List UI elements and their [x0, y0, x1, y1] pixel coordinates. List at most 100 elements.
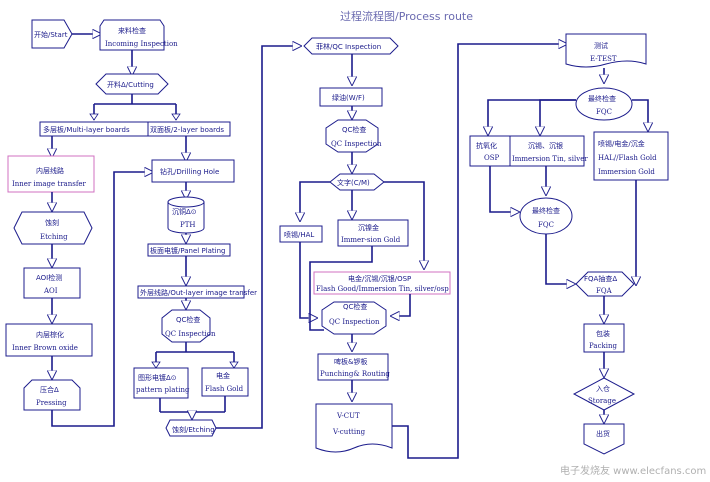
punching-routing-node: [317, 353, 389, 381]
brown-oxide-node: [5, 323, 93, 357]
osp-cn: 抗氧化: [476, 141, 497, 150]
etest-node: [565, 33, 647, 68]
aoi-node: [23, 267, 81, 299]
hal-label: 喷锡/HAL: [284, 230, 314, 239]
osp-en: OSP: [484, 154, 500, 162]
etching-node-2: [165, 419, 217, 437]
ship-cn: 出货: [596, 429, 610, 438]
start-node: [31, 19, 73, 49]
cm-label: 文字(C/M): [337, 178, 370, 187]
panel-plating-node: [147, 243, 231, 257]
etest-cn: 测试: [594, 41, 608, 50]
qc-inspection-node-2: [325, 119, 379, 153]
storage-en: Storage: [588, 397, 616, 405]
film-qc-node: [303, 37, 399, 55]
vcut-en: V-cutting: [332, 428, 366, 436]
wf-label: 绿油(W/F): [332, 93, 365, 102]
incoming-en: Incoming Inspection: [105, 40, 178, 48]
packing-cn: 包装: [596, 329, 610, 338]
pressing-en: Pressing: [36, 399, 67, 407]
etest-en: E-TEST: [590, 55, 617, 63]
panel-plating-label: 板面电镀/Panel Plating: [150, 246, 226, 255]
brown-cn: 内层棕化: [36, 330, 64, 339]
qc1-cn: QC检查: [176, 315, 200, 324]
pattern-cn: 图形电镀Δ⊙: [138, 373, 177, 382]
film-qc-label: 菲林/QC Inspection: [316, 42, 381, 51]
finish-cn: 电金/沉锡/沉银/OSP: [348, 274, 411, 283]
tin-silver-node: [509, 135, 585, 167]
qc-inspection-node-3: [321, 301, 387, 335]
fqc1-cn: 最终检查: [588, 94, 616, 103]
fqa-cn: FQA抽查Δ: [584, 274, 617, 283]
inner-transfer-cn: 内层线路: [36, 166, 64, 175]
flash-gold-node-1: [201, 367, 249, 397]
packing-en: Packing: [589, 342, 617, 350]
twolayer-node: [147, 121, 231, 137]
wf-node: [319, 87, 383, 107]
hal2-en: HAL//Flash Gold: [598, 154, 657, 162]
flash1-cn: 电金: [216, 371, 230, 380]
qc1-en: QC Inspection: [165, 330, 216, 338]
twolayer-label: 双面板/2-layer boards: [150, 125, 224, 134]
drilling-label: 钻孔/Drilling Hole: [160, 167, 219, 176]
etching1-cn: 蚀刻: [45, 218, 59, 227]
imgold-cn: 沉镍金: [358, 223, 379, 232]
qc3-cn: QC检查: [343, 302, 367, 311]
cutting-label: 开料Δ/Cutting: [107, 80, 154, 89]
pth-en: PTH: [180, 221, 195, 229]
packing-node: [583, 323, 625, 353]
pth-cn: 沉铜Δ⊙: [172, 207, 197, 216]
aoi-cn: AOI检测: [36, 273, 62, 282]
outer-transfer-label: 外层线路/Out-layer image transfer: [140, 288, 257, 297]
pattern-plating-node: [133, 367, 189, 399]
fqc-node-1: [575, 87, 633, 121]
inner-image-transfer-node: [7, 155, 95, 193]
storage-node: [572, 377, 636, 411]
etching2-label: 蚀刻/Etching: [172, 425, 215, 434]
fqa-node: [575, 271, 635, 297]
imgold-en: Immer-sion Gold: [341, 236, 401, 244]
start-label: 开始/Start: [34, 30, 68, 39]
hal2-cn: 喷锡/电金/沉金: [598, 139, 645, 148]
qc2-en: QC Inspection: [331, 140, 382, 148]
fqa-en: FQA: [596, 287, 613, 295]
hal2-en2: Immersion Gold: [598, 168, 655, 176]
punch-cn: 啤板&锣板: [334, 357, 367, 366]
brown-en: Inner Brown oxide: [12, 344, 78, 352]
immersion-gold-node: [337, 219, 409, 247]
pressing-cn: 压合Δ: [40, 385, 59, 394]
pressing-node: [23, 379, 81, 411]
storage-cn: 入仓: [596, 384, 610, 393]
outer-transfer-node: [137, 285, 245, 299]
watermark: 电子发烧友 www.elecfans.com: [560, 464, 706, 477]
ship-node: [583, 423, 625, 455]
drilling-node: [151, 159, 235, 183]
etching1-en: Etching: [40, 233, 68, 241]
qc-inspection-node-1: [161, 309, 211, 343]
punch-en: Punching& Routing: [320, 370, 390, 378]
aoi-en: AOI: [43, 287, 58, 295]
finish-en: Flash Good/Immersion Tin, silver/osp: [316, 285, 449, 293]
qc3-en: QC Inspection: [329, 318, 380, 326]
vcut-cn: V-CUT: [336, 412, 360, 420]
flash1-en: Flash Gold: [205, 385, 244, 393]
surface-finish-node: [313, 271, 451, 295]
tinsilver-en: Immersion Tin, silver: [512, 155, 588, 163]
qc2-cn: QC检查: [342, 125, 366, 134]
vcut-node: [315, 403, 393, 453]
fqc2-cn: 最终检查: [532, 206, 560, 215]
incoming-cn: 来料检查: [118, 26, 146, 35]
hal-flash-gold-node: [593, 131, 669, 181]
inner-transfer-en: Inner image transfer: [12, 180, 87, 188]
tinsilver-cn: 沉锡、沉银: [528, 141, 563, 150]
chart-title: 过程流程图/Process route: [340, 9, 473, 23]
cutting-node: [95, 73, 169, 95]
fqc1-en: FQC: [596, 108, 612, 116]
fqc2-en: FQC: [538, 221, 554, 229]
pattern-en: pattern plating: [136, 386, 190, 394]
hal-node: [279, 225, 323, 243]
etching-node-1: [13, 211, 93, 245]
incoming-inspection-node: [99, 19, 165, 51]
multilayer-label: 多层板/Multi-layer boards: [43, 125, 130, 134]
